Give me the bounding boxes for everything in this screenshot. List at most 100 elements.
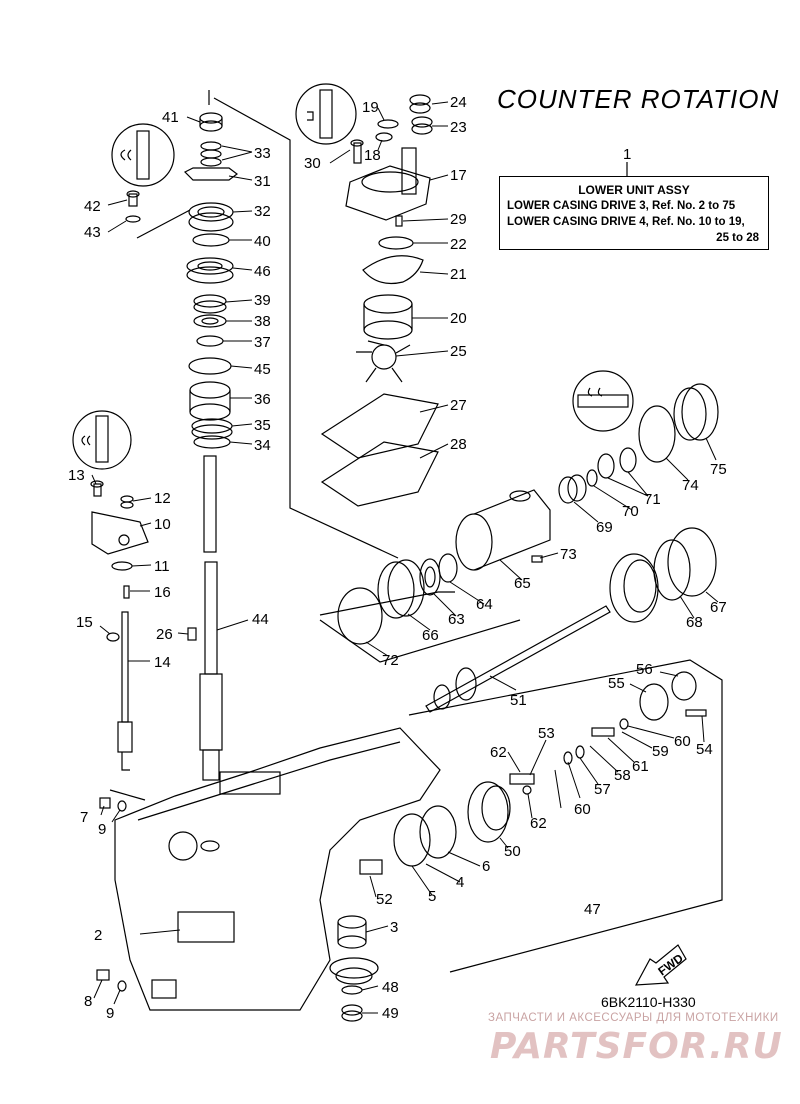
callout-41: 41 xyxy=(162,109,179,126)
part-67-shim xyxy=(667,527,717,597)
part-26-key xyxy=(187,627,197,641)
callout-24: 24 xyxy=(450,94,467,111)
callout-9a: 9 xyxy=(98,821,106,838)
callout-28: 28 xyxy=(450,436,467,453)
part-75-housing-nut xyxy=(673,383,719,441)
part-19-seal xyxy=(377,119,399,129)
grease-icon xyxy=(72,410,132,470)
locktite-icon xyxy=(295,83,357,145)
callout-20: 20 xyxy=(450,310,467,327)
callout-60b: 60 xyxy=(574,801,591,818)
part-60-ring xyxy=(619,718,629,730)
part-20-liner xyxy=(363,294,413,340)
callout-56: 56 xyxy=(636,661,653,678)
callout-9b: 9 xyxy=(106,1005,114,1022)
assembly-title: LOWER UNIT ASSY xyxy=(578,183,690,197)
part-73-pin xyxy=(531,555,543,563)
part-drive-shaft-upper xyxy=(203,455,217,553)
callout-58: 58 xyxy=(614,767,631,784)
callout-44: 44 xyxy=(252,611,269,628)
part-72-oring xyxy=(337,587,383,645)
part-69-bearing xyxy=(558,474,587,504)
callout-43: 43 xyxy=(84,224,101,241)
callout-26: 26 xyxy=(156,626,173,643)
part-33-bushings xyxy=(200,141,222,167)
callout-6: 6 xyxy=(482,858,490,875)
callout-45: 45 xyxy=(254,361,271,378)
callout-65: 65 xyxy=(514,575,531,592)
callout-48: 48 xyxy=(382,979,399,996)
callout-51: 51 xyxy=(510,692,527,709)
part-42-bolt xyxy=(126,190,140,207)
part-3-bearing xyxy=(337,915,367,949)
part-23-seal xyxy=(411,116,433,135)
frame-lines xyxy=(109,90,723,973)
callout-23: 23 xyxy=(450,119,467,136)
callout-30: 30 xyxy=(304,155,321,172)
callout-74: 74 xyxy=(682,477,699,494)
callout-66: 66 xyxy=(422,627,439,644)
callout-64: 64 xyxy=(476,596,493,613)
callout-17: 17 xyxy=(450,167,467,184)
watermark-tagline: ЗАПЧАСТИ И АКСЕССУАРЫ ДЛЯ МОТОТЕХНИКИ xyxy=(488,1012,779,1024)
callout-68: 68 xyxy=(686,614,703,631)
callout-4: 4 xyxy=(456,874,464,891)
callout-57: 57 xyxy=(594,781,611,798)
callout-27: 27 xyxy=(450,397,467,414)
callout-8: 8 xyxy=(84,993,92,1010)
callout-33: 33 xyxy=(254,145,271,162)
part-51-prop-shaft xyxy=(425,605,611,713)
callout-61: 61 xyxy=(632,758,649,775)
callout-19: 19 xyxy=(362,99,379,116)
part-6-4-bearing xyxy=(393,805,457,867)
callout-71: 71 xyxy=(644,491,661,508)
part-74-washer xyxy=(638,405,676,463)
callout-46: 46 xyxy=(254,263,271,280)
callout-7: 7 xyxy=(80,809,88,826)
part-11-oring xyxy=(111,561,133,571)
callout-12: 12 xyxy=(154,490,171,507)
diagram-code: 6BK2110-H330 xyxy=(601,994,696,1010)
callout-62a: 62 xyxy=(490,744,507,761)
part-21-gasket xyxy=(362,255,424,285)
assembly-line-1: LOWER CASING DRIVE 3, Ref. No. 2 to 75 xyxy=(507,200,736,212)
part-45-ring xyxy=(188,357,232,375)
callout-49: 49 xyxy=(382,1005,399,1022)
callout-34: 34 xyxy=(254,437,271,454)
callout-3: 3 xyxy=(390,919,398,936)
callout-10: 10 xyxy=(154,516,171,533)
part-36-bearing xyxy=(189,381,231,421)
callout-15: 15 xyxy=(76,614,93,631)
callout-13: 13 xyxy=(68,467,85,484)
callout-2: 2 xyxy=(94,927,102,944)
callout-36: 36 xyxy=(254,391,271,408)
callout-39: 39 xyxy=(254,292,271,309)
part-41-seal xyxy=(199,112,223,132)
callout-62b: 62 xyxy=(530,815,547,832)
part-71-seals xyxy=(597,447,637,479)
callout-29: 29 xyxy=(450,211,467,228)
part-13-bolt xyxy=(90,480,104,497)
callout-31: 31 xyxy=(254,173,271,190)
part-70-ring xyxy=(586,469,598,487)
callout-5: 5 xyxy=(428,888,436,905)
part-9-gasket xyxy=(117,800,127,812)
part-27-outer-plate xyxy=(320,393,439,459)
part-39-seal xyxy=(193,294,227,314)
callout-69: 69 xyxy=(596,519,613,536)
part-40-oring xyxy=(192,233,230,247)
part-31-clamp xyxy=(183,167,238,181)
part-56-spring xyxy=(671,671,697,701)
part-12-bushing xyxy=(120,495,134,509)
part-62-ball xyxy=(522,785,532,795)
part-14-shift-rod xyxy=(117,611,133,771)
callout-25: 25 xyxy=(450,343,467,360)
callout-21: 21 xyxy=(450,266,467,283)
callout-47: 47 xyxy=(584,901,601,918)
part-2-lower-casing xyxy=(114,727,441,1011)
part-30-bolt xyxy=(350,139,364,164)
part-59-61-plunger xyxy=(591,727,615,737)
callout-1: 1 xyxy=(623,146,631,163)
callout-18: 18 xyxy=(364,147,381,164)
part-28-gasket xyxy=(320,441,439,507)
